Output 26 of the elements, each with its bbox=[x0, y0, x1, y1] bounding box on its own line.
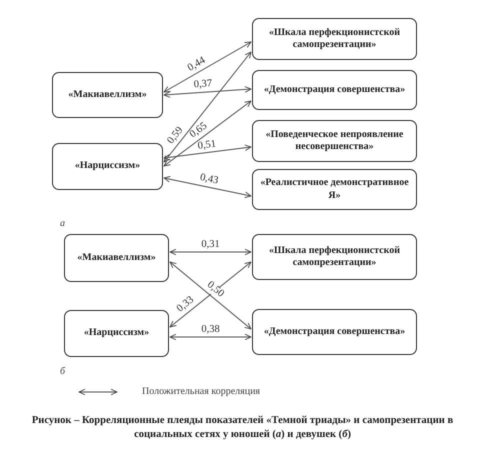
panel-label: б bbox=[60, 366, 66, 377]
concept-box: «Шкала перфекционистской самопрезентации» bbox=[252, 18, 417, 60]
edge-label: 0,51 bbox=[196, 139, 218, 152]
legend-text: Положительная корреляция bbox=[142, 386, 260, 397]
double-arrow bbox=[164, 176, 252, 198]
double-arrow bbox=[164, 42, 252, 92]
double-arrow bbox=[170, 248, 252, 256]
edge-label: 0,38 bbox=[200, 324, 221, 336]
double-arrow bbox=[170, 334, 252, 340]
panel-label: а bbox=[60, 218, 65, 229]
concept-box: «Поведенческое непроявление несовершенства» bbox=[252, 120, 417, 162]
concept-box: «Шкала перфекционистской самопрезентации» bbox=[252, 234, 417, 280]
concept-box: «Нарциссизм» bbox=[64, 310, 169, 357]
concept-box: «Демонстрация совершенства» bbox=[252, 309, 417, 355]
concept-box: «Макиавеллизм» bbox=[64, 234, 169, 282]
edge-label: 0,37 bbox=[192, 79, 214, 92]
double-arrow bbox=[164, 52, 252, 162]
concept-box: «Макиавеллизм» bbox=[52, 72, 163, 118]
double-arrow bbox=[164, 144, 252, 160]
concept-box: «Реалистичное демонстративное Я» bbox=[252, 169, 417, 210]
double-arrow bbox=[164, 86, 252, 98]
concept-box: «Демонстрация совершенства» bbox=[252, 70, 417, 110]
concept-box: «Нарциссизм» bbox=[52, 143, 163, 190]
edge-label: 0,31 bbox=[200, 240, 221, 250]
figure-caption: Рисунок – Корреляционные плеяды показателей «Темной триады» и самопрезентации в социальных сетях у юношей (а) и девушек (б) bbox=[30, 414, 454, 442]
double-arrow bbox=[164, 100, 252, 166]
